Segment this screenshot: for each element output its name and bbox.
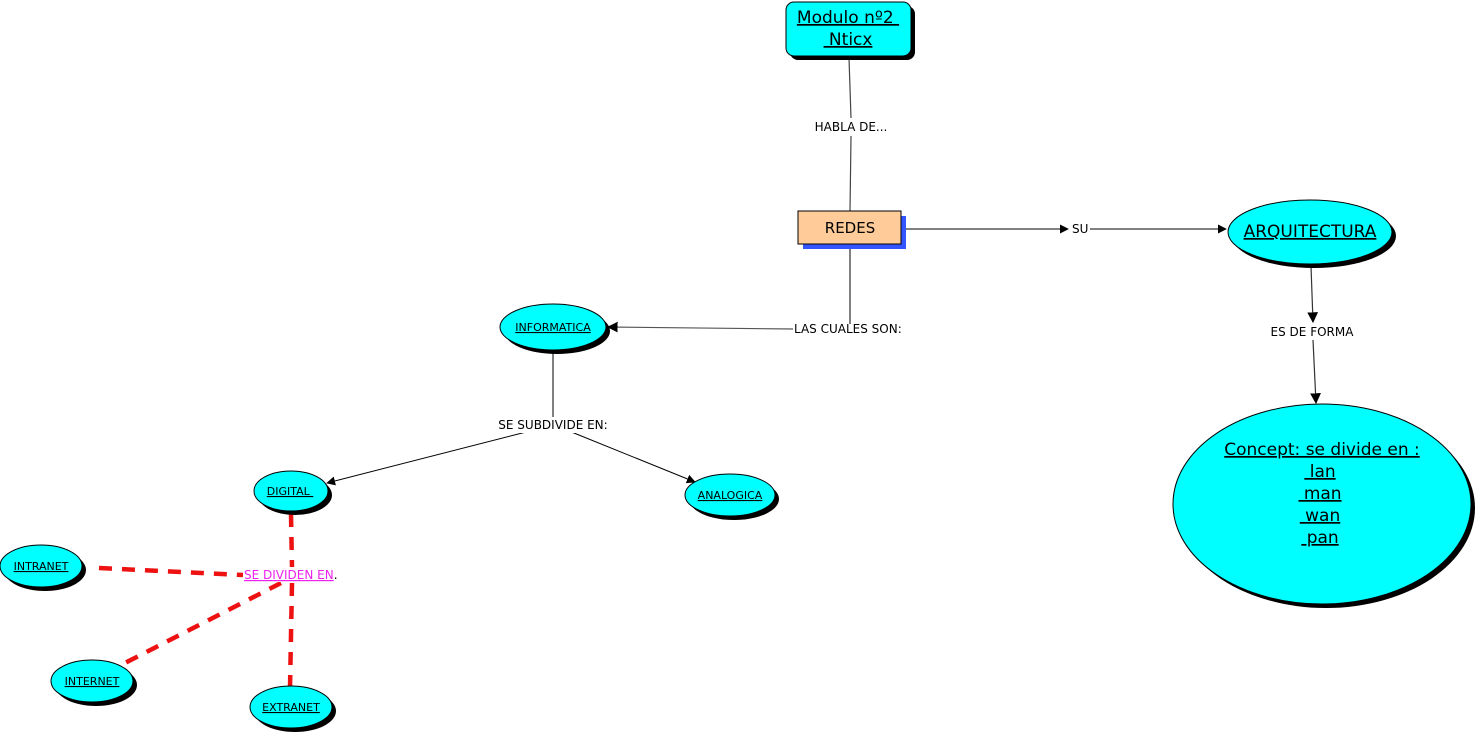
node-arquitectura[interactable]: ARQUITECTURA — [1227, 199, 1396, 268]
node-root[interactable]: Modulo nº2 Nticx — [785, 1, 915, 60]
arrow-subdivide-analogica — [568, 430, 696, 484]
dashed-intranet-sedividen — [98, 565, 244, 578]
link-label-bg — [243, 567, 343, 582]
link-label-bg — [793, 320, 908, 336]
node-concept-man: man — [1298, 484, 1341, 504]
link-label-bg — [1268, 324, 1358, 340]
link-label-su: SU — [1072, 222, 1088, 236]
connections — [98, 57, 1321, 689]
node-concept-wan: wan — [1300, 506, 1341, 526]
link-label-bg — [810, 118, 892, 136]
node-digital-label: DIGITAL — [267, 485, 314, 498]
node-internet-label: INTERNET — [65, 675, 120, 688]
node-arquitectura-label: ARQUITECTURA — [1244, 222, 1377, 242]
node-internet[interactable]: INTERNET — [50, 659, 137, 706]
node-digital[interactable]: DIGITAL — [253, 470, 332, 515]
link-label-habla-de: HABLA DE... — [815, 120, 888, 134]
node-concept-lan: lan — [1304, 462, 1335, 482]
link-label-se-subdivide-en: SE SUBDIVIDE EN: — [498, 418, 607, 432]
link-label-bg — [493, 417, 613, 433]
node-informatica[interactable]: INFORMATICA — [499, 303, 610, 354]
node-concept[interactable]: Concept: se divide en : lan man wan pan — [1172, 403, 1475, 608]
arrow-esdeforma-concept — [1310, 339, 1321, 405]
link-label-se-dividen-en[interactable]: SE DIVIDEN EN. — [244, 568, 338, 582]
node-informatica-label: INFORMATICA — [515, 321, 591, 334]
dashed-sedividen-internet — [121, 580, 283, 667]
node-extranet[interactable]: EXTRANET — [249, 685, 336, 732]
se-dividen-en-suffix: . — [334, 568, 338, 582]
arrow-lascuales-informatica — [606, 321, 794, 333]
node-root-line2: Nticx — [824, 30, 873, 50]
line-root-habla — [848, 57, 852, 119]
arrow-subdivide-digital — [326, 430, 531, 486]
dashed-sedividen-extranet — [287, 582, 295, 689]
se-dividen-en-link[interactable]: SE DIVIDEN EN — [244, 568, 334, 582]
node-extranet-label: EXTRANET — [262, 701, 320, 714]
link-label-es-de-forma: ES DE FORMA — [1271, 325, 1355, 339]
line-habla-redes — [849, 135, 852, 212]
node-intranet[interactable]: INTRANET — [0, 544, 86, 591]
node-redes[interactable]: REDES — [797, 210, 906, 249]
node-analogica-label: ANALOGICA — [698, 489, 763, 502]
node-concept-title: Concept: se divide en : — [1224, 440, 1419, 460]
link-label-las-cuales-son: LAS CUALES SON: — [794, 322, 902, 336]
node-root-line1: Modulo nº2 — [797, 8, 899, 28]
node-intranet-label: INTRANET — [14, 560, 69, 573]
node-analogica[interactable]: ANALOGICA — [684, 473, 779, 520]
node-concept-pan: pan — [1301, 528, 1338, 548]
arrow-arquitectura-esdeforma — [1307, 265, 1319, 324]
dashed-digital-sedividen — [288, 513, 295, 568]
node-redes-label: REDES — [825, 219, 875, 237]
